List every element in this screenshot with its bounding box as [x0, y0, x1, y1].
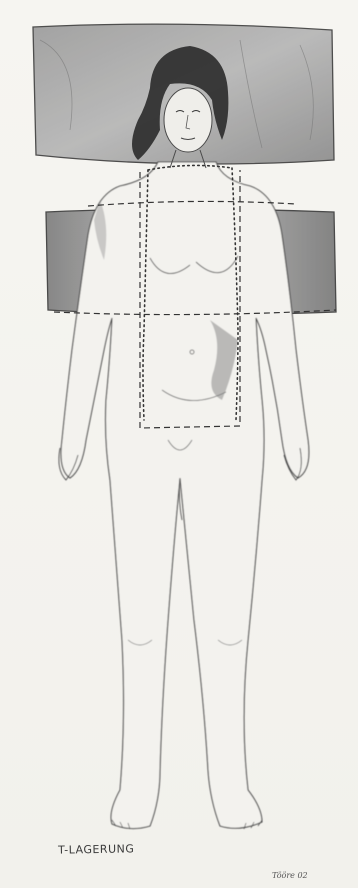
- artist-signature: Tööre 02: [272, 871, 308, 880]
- caption-label: T-LAGERUNG: [58, 842, 135, 856]
- body-figure: [59, 162, 309, 829]
